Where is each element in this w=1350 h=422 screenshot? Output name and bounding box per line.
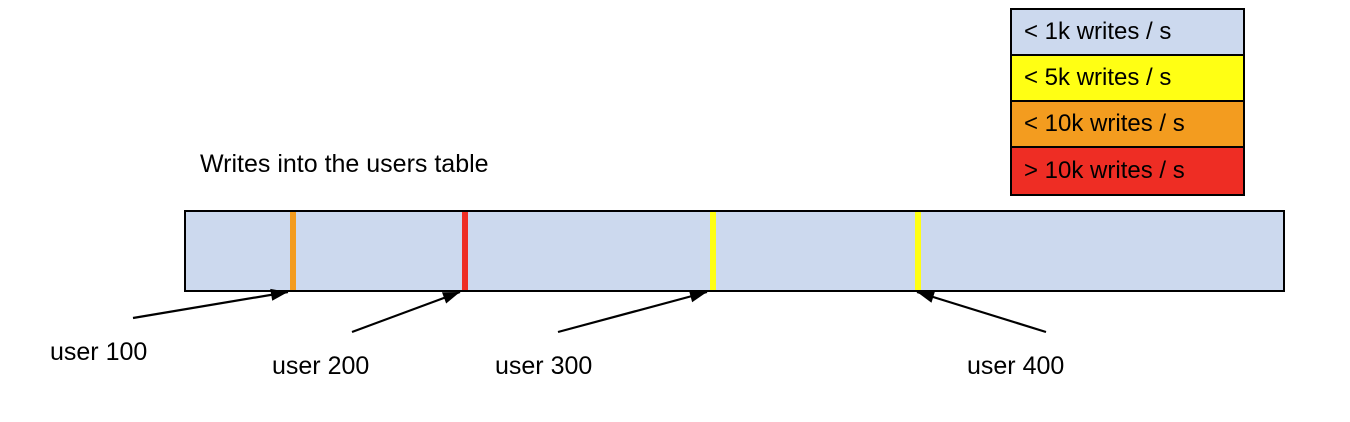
callout-label-user-200: user 200: [272, 352, 370, 380]
keyspace-bar: [184, 210, 1285, 292]
user-100-boundary: [290, 212, 296, 290]
legend-label-under-5k: < 5k writes / s: [1024, 64, 1172, 91]
legend-row-over-10k: > 10k writes / s: [1012, 148, 1243, 194]
callout-label-user-400: user 400: [967, 352, 1065, 380]
callout-arrow: [916, 290, 1047, 334]
legend-label-under-10k: < 10k writes / s: [1024, 110, 1185, 137]
legend-row-under-1k: < 1k writes / s: [1012, 10, 1243, 56]
callout-arrow: [351, 290, 461, 334]
user-200-boundary: [462, 212, 468, 290]
bar-title: Writes into the users table: [200, 150, 489, 178]
legend-label-over-10k: > 10k writes / s: [1024, 157, 1185, 184]
legend: < 1k writes / s < 5k writes / s < 10k wr…: [1010, 8, 1245, 196]
legend-row-under-10k: < 10k writes / s: [1012, 102, 1243, 148]
callout-label-user-100: user 100: [50, 338, 148, 366]
callout-arrow: [132, 288, 289, 320]
callout-label-user-300: user 300: [495, 352, 593, 380]
legend-row-under-5k: < 5k writes / s: [1012, 56, 1243, 102]
callout-arrow: [557, 290, 708, 334]
legend-label-under-1k: < 1k writes / s: [1024, 18, 1172, 45]
user-300-boundary: [710, 212, 716, 290]
user-400-boundary: [915, 212, 921, 290]
